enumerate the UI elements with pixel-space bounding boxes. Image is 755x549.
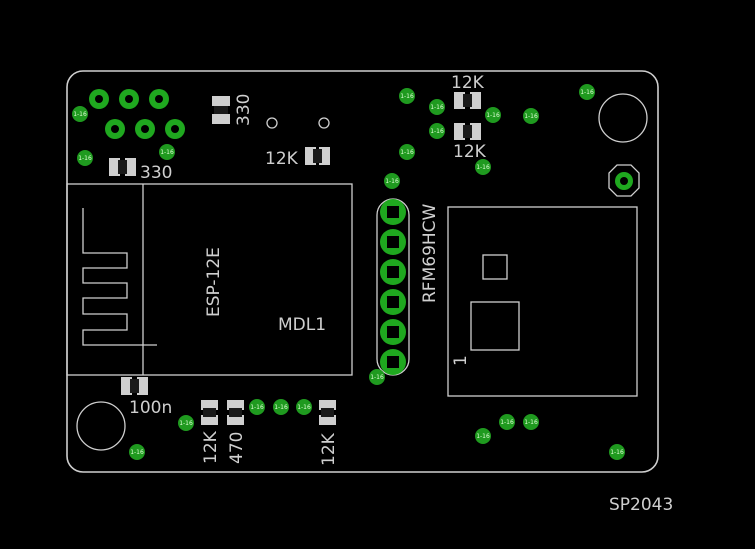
via: 1-16 [369, 369, 385, 385]
rfm-pin1-label: 1 [451, 355, 471, 366]
via-label: 1-16 [160, 149, 174, 156]
via-label: 1-16 [73, 111, 87, 118]
via-label: 1-16 [400, 149, 414, 156]
resistor-330-left: 330 [109, 158, 172, 183]
resistor-470: 470 [227, 400, 247, 464]
resistor-12k-mid: 12K [265, 147, 330, 169]
rfm-header-column [376, 198, 410, 376]
capacitor-100n-label: 100n [129, 398, 172, 418]
via: 1-16 [399, 88, 415, 104]
via: 1-16 [77, 150, 93, 166]
via: 1-16 [296, 399, 312, 415]
via: 1-16 [72, 106, 88, 122]
via-label: 1-16 [430, 128, 444, 135]
resistor-12k-top: 12K [451, 73, 485, 109]
resistor-12k-bottom-left: 12K [201, 400, 221, 464]
mounting-hole-top-right [598, 93, 648, 143]
resistor-12k-mid-label: 12K [265, 149, 299, 169]
capacitor-100n: 100n [121, 377, 172, 418]
resistor-12k-bottom-left-label: 12K [201, 430, 221, 464]
via-label: 1-16 [179, 420, 193, 427]
resistor-330-left-label: 330 [140, 163, 172, 183]
via-label: 1-16 [297, 404, 311, 411]
rfm69hcw-module: RFM69HCW 1 [420, 203, 638, 397]
via: 1-16 [523, 108, 539, 124]
via-label: 1-16 [524, 419, 538, 426]
via-label: 1-16 [370, 374, 384, 381]
header-2x3 [89, 89, 185, 139]
esp-module-outline [66, 183, 353, 376]
resistor-12k-top-label: 12K [451, 73, 485, 93]
resistor-12k-bottom-right-label: 12K [319, 432, 339, 466]
via: 1-16 [475, 159, 491, 175]
rfm-chip-outline [470, 301, 520, 351]
board-id: SP2043 [609, 495, 673, 515]
via: 1-16 [384, 173, 400, 189]
via: 1-16 [429, 123, 445, 139]
via-label: 1-16 [476, 433, 490, 440]
mounting-hole-bottom-left [76, 401, 126, 451]
via: 1-16 [579, 84, 595, 100]
resistor-330-top: 330 [212, 94, 254, 126]
resistor-12k-top2-label: 12K [453, 142, 487, 162]
via: 1-16 [475, 428, 491, 444]
via-label: 1-16 [476, 164, 490, 171]
via-group: 1-16 1-16 1-16 1-16 1-16 1-16 1-16 1-16 1-16 1-16… [72, 84, 625, 460]
via: 1-16 [129, 444, 145, 460]
via: 1-16 [399, 144, 415, 160]
via: 1-16 [523, 414, 539, 430]
via-label: 1-16 [250, 404, 264, 411]
antenna-connector [608, 164, 640, 197]
via-label: 1-16 [385, 178, 399, 185]
via: 1-16 [485, 107, 501, 123]
via-label: 1-16 [500, 419, 514, 426]
rfm-module-name: RFM69HCW [420, 203, 440, 303]
resistor-470-label: 470 [227, 432, 247, 464]
via: 1-16 [178, 415, 194, 431]
via-label: 1-16 [580, 89, 594, 96]
via: 1-16 [273, 399, 289, 415]
via-label: 1-16 [274, 404, 288, 411]
via-label: 1-16 [130, 449, 144, 456]
test-hole-left [266, 117, 278, 129]
esp-module-ref: MDL1 [278, 315, 326, 335]
esp-module-name: ESP-12E [204, 247, 224, 317]
via-label: 1-16 [486, 112, 500, 119]
via: 1-16 [249, 399, 265, 415]
via: 1-16 [499, 414, 515, 430]
resistor-12k-bottom-right: 12K [319, 400, 339, 466]
test-hole-right [318, 117, 330, 129]
esp-antenna-trace [82, 208, 157, 346]
rfm-small-square [482, 254, 508, 280]
via-label: 1-16 [78, 155, 92, 162]
via-label: 1-16 [400, 93, 414, 100]
via-label: 1-16 [524, 113, 538, 120]
via: 1-16 [159, 144, 175, 160]
via-label: 1-16 [430, 104, 444, 111]
via: 1-16 [609, 444, 625, 460]
resistor-330-top-label: 330 [234, 94, 254, 126]
rfm-module-outline [447, 206, 638, 397]
via-label: 1-16 [610, 449, 624, 456]
via: 1-16 [429, 99, 445, 115]
resistor-12k-top2: 12K [453, 123, 487, 162]
esp12e-module: ESP-12E MDL1 [66, 183, 353, 376]
